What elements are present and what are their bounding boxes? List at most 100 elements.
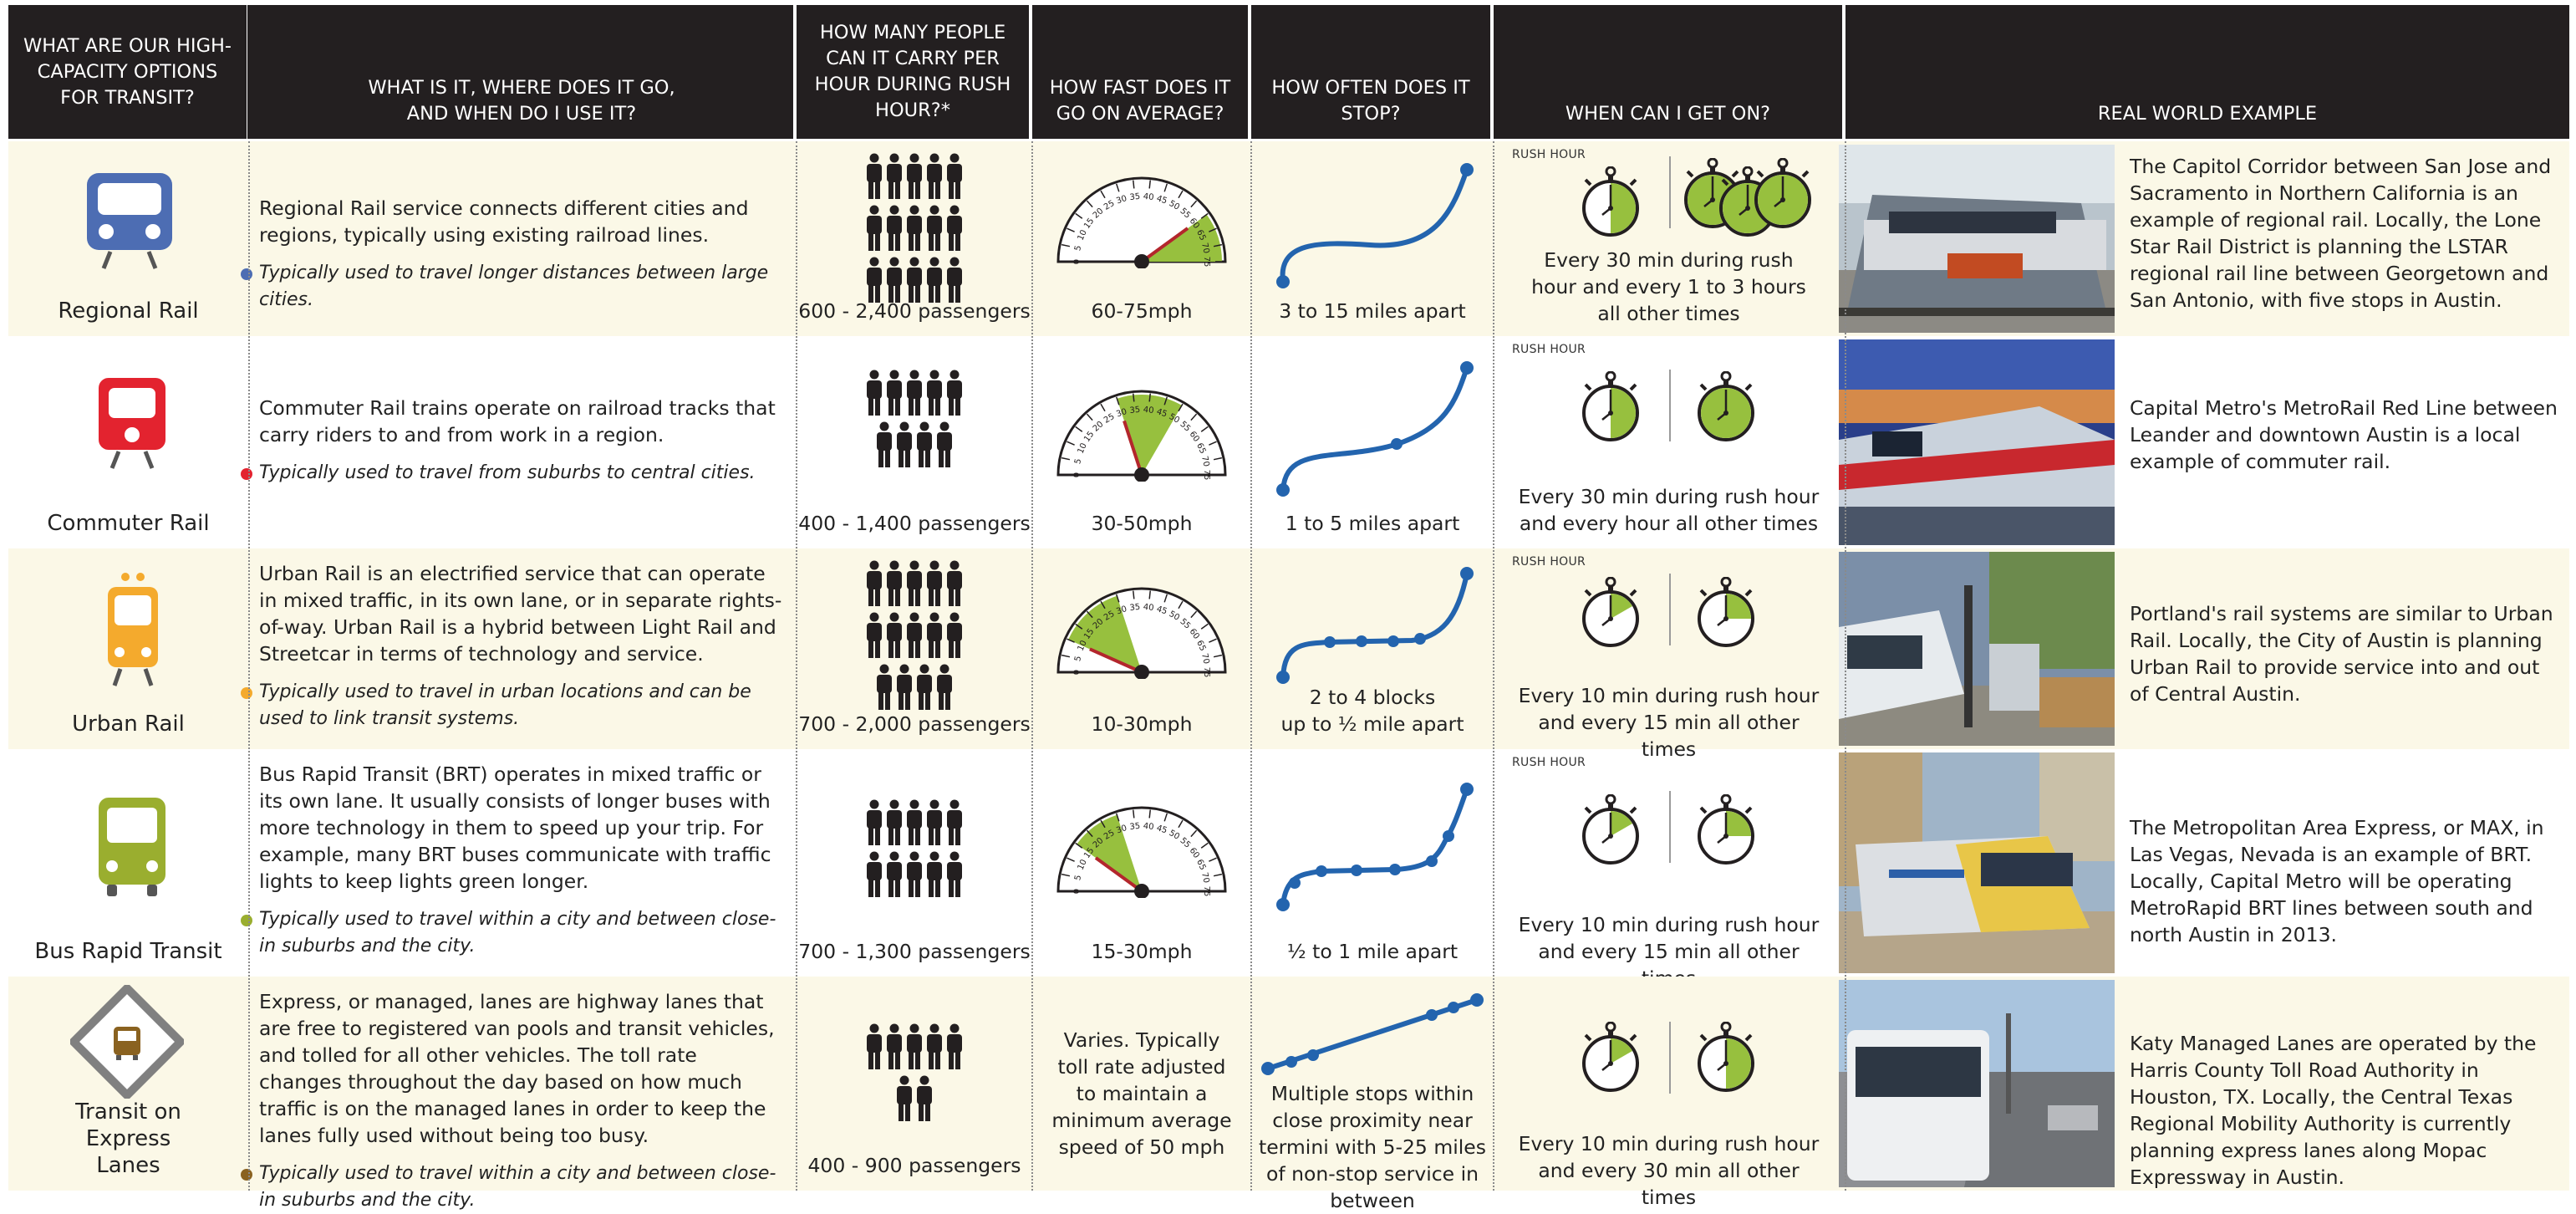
speed-tick-label: 5 bbox=[1073, 245, 1083, 252]
speed-value: 15-30mph bbox=[1091, 940, 1193, 963]
stopwatch-icon bbox=[1582, 577, 1639, 647]
description-cell: Express, or managed, lanes are highway l… bbox=[241, 988, 786, 1214]
speed-tick-label: 10 bbox=[1077, 441, 1089, 455]
person-icon bbox=[897, 421, 912, 467]
speed-tick-label: 0 bbox=[1072, 889, 1082, 894]
speed-tick-label: 10 bbox=[1077, 858, 1089, 871]
people-icon-group bbox=[798, 1023, 1031, 1122]
person-icon bbox=[877, 664, 892, 710]
speed-tick-label: 75 bbox=[1202, 667, 1211, 678]
option-cell: Transit on Express Lanes bbox=[8, 977, 248, 1191]
person-icon bbox=[867, 612, 882, 658]
tram-icon bbox=[108, 573, 158, 686]
option-name: Urban Rail bbox=[72, 712, 185, 737]
stopwatch-icon bbox=[1698, 371, 1754, 441]
speed-tick-label: 45 bbox=[1155, 604, 1168, 616]
speed-range-wedge bbox=[1077, 814, 1142, 891]
stopwatch-icon bbox=[1582, 794, 1639, 865]
person-icon bbox=[917, 421, 932, 467]
header-description-text: What is it, where does it go, and when d… bbox=[368, 77, 675, 125]
person-icon bbox=[867, 257, 882, 303]
bus-rapid-transit-photo bbox=[1839, 752, 2115, 973]
person-icon bbox=[927, 799, 942, 845]
person-icon bbox=[927, 370, 942, 416]
person-icon bbox=[907, 153, 922, 199]
stopwatch-icon bbox=[1582, 166, 1639, 237]
people-row bbox=[865, 612, 964, 659]
person-icon bbox=[947, 560, 962, 606]
people-row bbox=[895, 1075, 934, 1122]
example-text: The Capitol Corridor between San Jose an… bbox=[2130, 155, 2552, 312]
person-icon bbox=[867, 205, 882, 251]
speed-needle bbox=[1094, 856, 1143, 893]
description-cell: Commuter Rail trains operate on railroad… bbox=[241, 395, 786, 487]
person-icon bbox=[887, 370, 902, 416]
stop-spacing-line-icon bbox=[1276, 163, 1474, 288]
option-name: Regional Rail bbox=[58, 298, 199, 324]
person-icon bbox=[897, 1075, 912, 1121]
train-icon bbox=[99, 378, 165, 469]
header-options: What are our high-capacity options for t… bbox=[8, 5, 247, 139]
bus-icon bbox=[99, 798, 165, 896]
bullet-icon bbox=[241, 1169, 252, 1181]
example-text: The Metropolitan Area Express, or MAX, i… bbox=[2130, 816, 2544, 946]
stop-spacing-value: 3 to 15 miles apart bbox=[1279, 299, 1466, 323]
stop-spacing-value: 1 to 5 miles apart bbox=[1285, 512, 1460, 535]
speed-tick-label: 70 bbox=[1199, 653, 1210, 666]
option-cell: Urban Rail bbox=[8, 548, 248, 749]
column-divider bbox=[1493, 141, 1494, 1191]
header-speed-text: How fast does it go on average? bbox=[1049, 77, 1231, 125]
description-cell: Regional Rail service connects different… bbox=[241, 195, 786, 314]
person-icon bbox=[927, 153, 942, 199]
people-row bbox=[865, 799, 964, 846]
person-icon bbox=[927, 205, 942, 251]
speed-tick-label: 30 bbox=[1115, 407, 1128, 419]
stop-spacing-line-icon bbox=[1276, 361, 1474, 497]
usage-note: Typically used to travel within a city a… bbox=[241, 1160, 786, 1214]
people-row bbox=[865, 560, 964, 607]
usage-note-text: Typically used to travel within a city a… bbox=[259, 909, 776, 956]
person-icon bbox=[927, 560, 942, 606]
option-name: Transit on Express Lanes bbox=[75, 1099, 181, 1178]
bullet-icon bbox=[241, 268, 252, 280]
speed-tick-label: 45 bbox=[1155, 407, 1168, 419]
speed-tick-label: 10 bbox=[1077, 228, 1089, 242]
person-icon bbox=[867, 560, 882, 606]
rush-hour-label: RUSH HOUR bbox=[1512, 756, 1586, 769]
frequency-divider bbox=[1669, 791, 1671, 863]
urban-rail-photo bbox=[1839, 552, 2115, 746]
speed-tick-label: 10 bbox=[1077, 639, 1089, 652]
speed-tick-label: 40 bbox=[1143, 822, 1154, 832]
capacity-cell: 600 - 2,400 passengers bbox=[798, 141, 1031, 336]
stopwatch-icon bbox=[1582, 371, 1639, 441]
speed-tick-label: 45 bbox=[1155, 824, 1168, 835]
speed-tick-label: 0 bbox=[1072, 259, 1082, 264]
speed-tick-label: 75 bbox=[1202, 886, 1211, 897]
speed-tick-label: 70 bbox=[1199, 456, 1210, 468]
description-text: Regional Rail service connects different… bbox=[259, 196, 749, 247]
option-cell: Regional Rail bbox=[8, 141, 248, 336]
capacity-value: 400 - 1,400 passengers bbox=[798, 512, 1031, 535]
people-icon-group bbox=[798, 799, 1031, 898]
speed-tick-label: 5 bbox=[1073, 875, 1083, 882]
header-options-text: What are our high-capacity options for t… bbox=[23, 34, 232, 109]
usage-note: Typically used to travel in urban locati… bbox=[241, 679, 786, 732]
column-divider bbox=[796, 141, 797, 1191]
speed-needle bbox=[1140, 227, 1189, 263]
people-row bbox=[865, 1023, 964, 1070]
person-icon bbox=[927, 257, 942, 303]
person-icon bbox=[867, 799, 882, 845]
speed-tick-label: 0 bbox=[1072, 472, 1082, 477]
stop-spacing-value: Multiple stops within close proximity ne… bbox=[1258, 1082, 1487, 1212]
person-icon bbox=[887, 851, 902, 897]
person-icon bbox=[907, 560, 922, 606]
stopwatch-icon bbox=[1698, 794, 1754, 865]
usage-note-text: Typically used to travel from suburbs to… bbox=[259, 462, 756, 483]
usage-note: Typically used to travel from suburbs to… bbox=[241, 460, 786, 487]
description-text: Express, or managed, lanes are highway l… bbox=[259, 990, 775, 1147]
person-icon bbox=[907, 612, 922, 658]
